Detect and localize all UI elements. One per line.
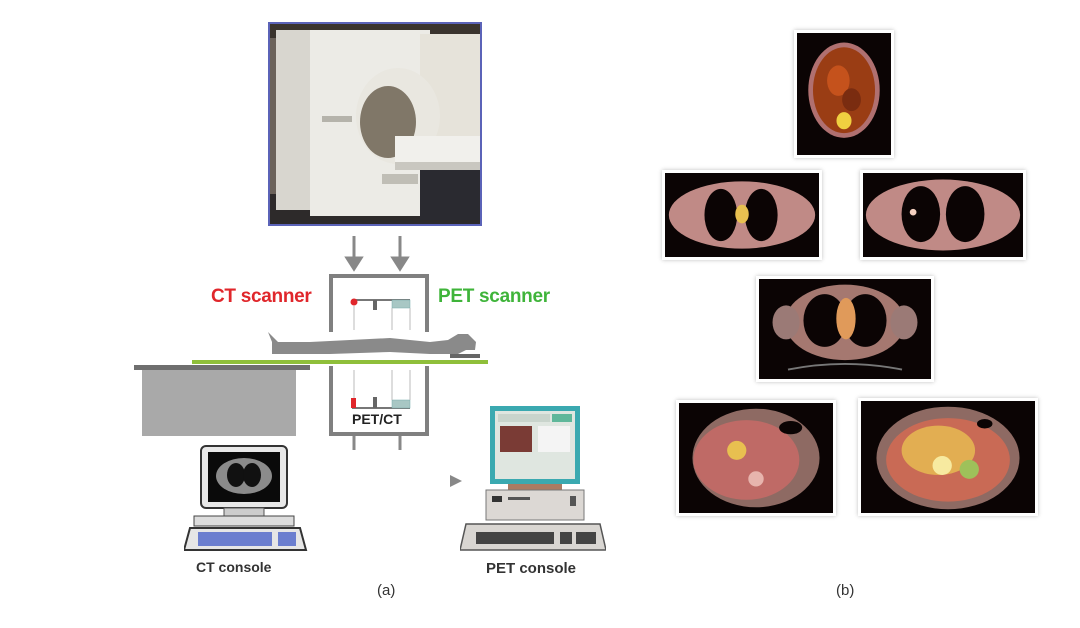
pet-ct-gantry-diagram (134, 274, 488, 450)
patient-table-rail (134, 365, 310, 370)
panel-b: (b) (640, 0, 1080, 628)
scan-upper-chest-right (860, 170, 1026, 260)
patient-silhouette (268, 332, 476, 354)
panel-a-caption: (a) (377, 582, 396, 599)
scan-upper-chest-left (662, 170, 822, 260)
panel-a: CT scanner PET scanner PET/ (134, 22, 606, 599)
arrow-right-icon (450, 475, 462, 487)
scan-upper-abdomen (676, 400, 836, 516)
pet-console-computer (460, 406, 606, 551)
patient-table-base (142, 370, 296, 436)
pet-ct-gantry-label: PET/CT (352, 411, 402, 427)
gantry-upper (329, 274, 429, 332)
arrow-down-icon (390, 236, 410, 272)
scan-lower-abdomen (858, 398, 1038, 516)
ct-detector-marker (351, 398, 356, 408)
scan-brain (794, 30, 894, 158)
panel-b-caption: (b) (836, 582, 855, 599)
connector-to-ct-console (352, 436, 356, 450)
ct-source-marker (350, 298, 358, 306)
ct-scanner-label: CT scanner (211, 286, 312, 307)
flow-arrows-down (344, 236, 410, 272)
patient-table-top (192, 360, 488, 364)
ct-console-computer (184, 445, 308, 551)
pet-scanner-label: PET scanner (438, 286, 550, 307)
ct-console-label: CT console (196, 559, 272, 575)
scanner-photo (268, 22, 482, 226)
gantry-lower (329, 366, 429, 436)
arrow-down-icon (344, 236, 364, 272)
connector-to-pet-console (398, 436, 402, 450)
pet-console-label: PET console (486, 560, 577, 577)
scanner-photo-illustration (270, 24, 480, 224)
scan-mid-chest (756, 276, 934, 382)
